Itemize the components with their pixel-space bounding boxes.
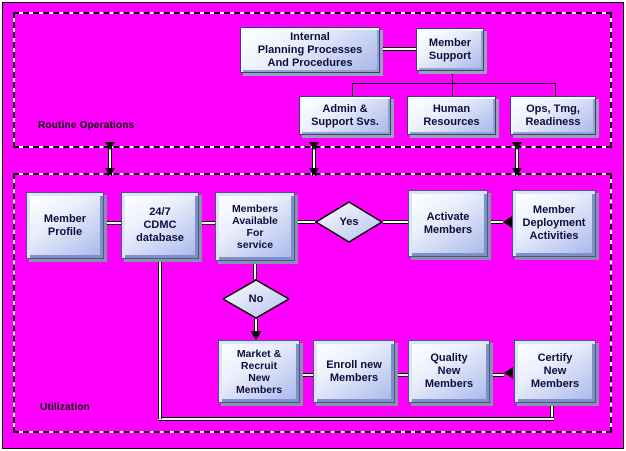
arrowhead-down-icon — [105, 142, 115, 150]
decision-no: No — [221, 279, 291, 319]
node-human-resources: Human Resources — [407, 96, 496, 135]
connector-cross-region-2 — [312, 146, 316, 176]
connector-cross-region-3 — [515, 146, 519, 176]
node-quality-members: Quality New Members — [408, 340, 490, 403]
node-member-profile: Member Profile — [26, 192, 104, 259]
node-internal-planning: Internal Planning Processes And Procedur… — [240, 27, 380, 73]
node-enroll-members: Enroll new Members — [313, 340, 395, 403]
region-label-utilization: Utilization — [40, 402, 90, 413]
connector-deployment-to-activate — [488, 220, 503, 224]
connector-planning-to-support — [380, 47, 416, 51]
connector-certify-return-drop — [550, 403, 554, 419]
connector-support-branch — [352, 83, 556, 84]
connector-yes-to-activate — [383, 220, 408, 224]
node-certify-members: Certify New Members — [514, 340, 596, 403]
node-admin-support-svs: Admin & Support Svs. — [299, 96, 391, 135]
arrowhead-down-icon — [250, 331, 262, 340]
connector-support-drop — [452, 71, 453, 83]
connector-branch-to-admin — [352, 83, 353, 96]
diamond-shape-icon — [221, 279, 291, 319]
connector-market-to-enroll — [300, 373, 313, 377]
node-members-available: Members Available For service — [215, 192, 295, 261]
arrowhead-down-icon — [309, 168, 319, 176]
node-activate-members: Activate Members — [408, 190, 488, 257]
node-member-support: Member Support — [416, 28, 484, 71]
diamond-shape-icon — [314, 201, 384, 243]
arrowhead-down-icon — [309, 142, 319, 150]
node-ops-tmg-readiness: Ops, Tmg, Readiness — [510, 96, 596, 135]
connector-return-to-cdmc — [158, 259, 162, 419]
arrowhead-left-icon — [503, 216, 512, 228]
arrowhead-down-icon — [105, 168, 115, 176]
decision-yes-label: Yes — [339, 216, 359, 228]
decision-no-label: No — [248, 293, 264, 305]
arrowhead-down-icon — [512, 142, 522, 150]
connector-return-horizontal — [158, 417, 554, 421]
decision-yes: Yes — [314, 201, 384, 243]
connector-available-to-yes — [295, 220, 315, 224]
node-market-recruit: Market & Recruit New Members — [218, 340, 300, 403]
connector-profile-to-cdmc — [104, 221, 121, 225]
connector-cross-region-1 — [108, 146, 112, 176]
connector-branch-to-ops — [555, 83, 556, 96]
connector-branch-to-hr — [452, 83, 453, 96]
connector-certify-to-quality — [490, 373, 504, 377]
connector-no-to-market — [254, 319, 258, 332]
node-member-deployment: Member Deployment Activities — [512, 190, 596, 257]
region-label-routine-operations: Routine Operations — [38, 120, 135, 131]
connector-enroll-to-quality — [395, 373, 408, 377]
connector-cdmc-to-available — [199, 221, 215, 225]
connector-available-to-no — [253, 261, 257, 279]
arrowhead-down-icon — [512, 168, 522, 176]
node-cdmc-database: 24/7 CDMC database — [121, 192, 199, 259]
arrowhead-left-icon — [504, 367, 513, 379]
